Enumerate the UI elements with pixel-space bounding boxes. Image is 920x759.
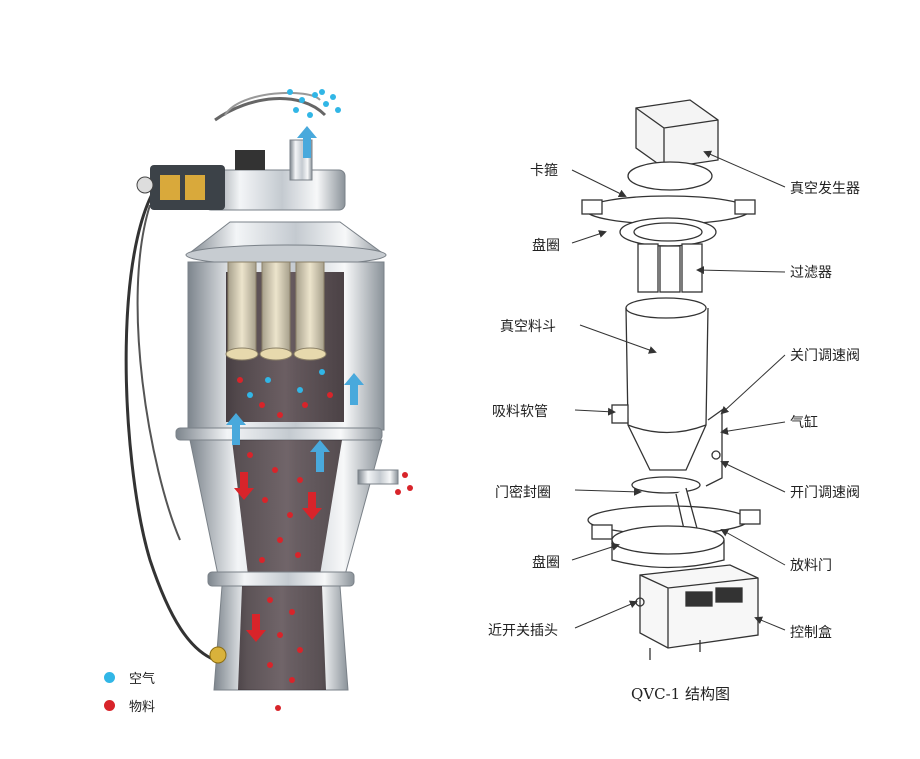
legend-material-label: 物料 xyxy=(129,700,156,715)
air-dot-icon xyxy=(104,672,115,683)
label-filter: 过滤器 xyxy=(790,265,832,281)
label-flange-ring-bottom: 盘圈 xyxy=(532,555,560,571)
label-cylinder: 气缸 xyxy=(790,415,818,431)
pressure-gauge-icon xyxy=(136,176,154,194)
suction-inlet-3d xyxy=(357,469,399,485)
label-suction-hose: 吸料软管 xyxy=(492,404,548,420)
legend-material: 物料 xyxy=(104,696,155,715)
leader-lines xyxy=(571,150,786,631)
label-door-seal-ring: 门密封圈 xyxy=(495,485,551,501)
label-vacuum-generator: 真空发生器 xyxy=(790,181,860,197)
label-close-speed-valve: 关门调速阀 xyxy=(790,348,860,364)
discharge-valve-icon xyxy=(209,646,227,664)
label-flange-ring-top: 盘圈 xyxy=(532,238,560,254)
material-particles xyxy=(237,377,413,711)
label-control-box: 控制盒 xyxy=(790,625,832,641)
legend-air: 空气 xyxy=(104,668,155,687)
air-particles xyxy=(247,89,341,398)
diagram-caption: QVC-1 结构图 xyxy=(631,685,730,703)
legend-air-label: 空气 xyxy=(129,672,156,687)
label-vacuum-hopper: 真空料斗 xyxy=(500,319,556,335)
label-proximity-plug: 近开关插头 xyxy=(488,623,558,639)
material-flow-arrows xyxy=(234,472,322,642)
air-hose xyxy=(124,168,216,662)
label-open-speed-valve: 开门调速阀 xyxy=(790,485,860,501)
exploded-structure-diagram xyxy=(581,99,761,660)
label-discharge-door: 放料门 xyxy=(790,558,832,574)
material-dot-icon xyxy=(104,700,115,711)
filter-cartridges xyxy=(225,261,327,361)
middle-flange xyxy=(175,427,383,441)
air-flow-arrows xyxy=(226,126,364,472)
label-clamp: 卡箍 xyxy=(530,163,558,179)
vacuum-generator-3d xyxy=(204,169,346,211)
